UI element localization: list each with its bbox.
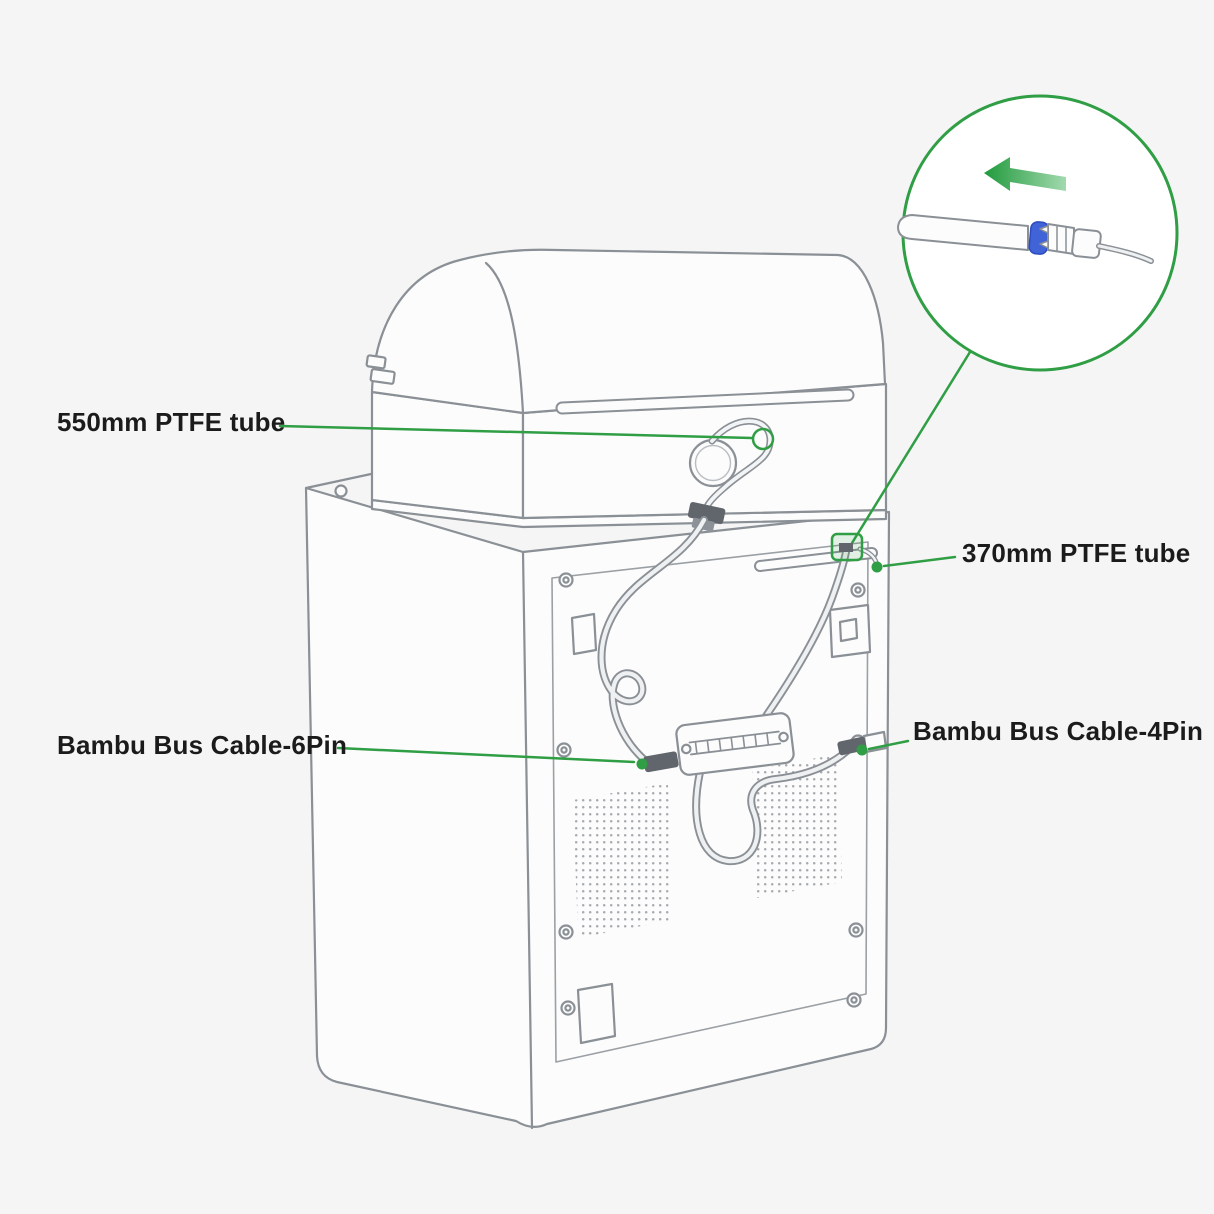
screw-icon bbox=[558, 572, 574, 588]
connector-6pin bbox=[643, 751, 679, 773]
connector-plate bbox=[828, 603, 872, 659]
screw-icon bbox=[848, 922, 864, 938]
callout-line-550 bbox=[278, 424, 754, 440]
front-corner-edge bbox=[521, 550, 534, 1130]
callout-line-4pin bbox=[867, 739, 910, 751]
callout-line-370 bbox=[882, 555, 957, 568]
label-bambu-bus-cable-6pin: Bambu Bus Cable-6Pin bbox=[57, 730, 348, 760]
connector-plate-port bbox=[838, 617, 859, 643]
zoom-inset bbox=[897, 94, 1179, 372]
screw-icon bbox=[556, 742, 572, 758]
clip-flap bbox=[1039, 240, 1049, 249]
vent-grille-right bbox=[752, 754, 842, 898]
panel-cutout-small bbox=[570, 612, 598, 656]
top-cable-slot bbox=[754, 547, 878, 572]
top-face-edge bbox=[304, 472, 373, 490]
screw-icon bbox=[850, 582, 866, 598]
callout-dots bbox=[636, 561, 883, 770]
callout-dot-370 bbox=[871, 561, 883, 573]
ams-dome-seam bbox=[484, 261, 525, 415]
label-550mm-ptfe-tube: 550mm PTFE tube bbox=[57, 407, 286, 437]
vent-grille-left bbox=[573, 783, 673, 938]
bus-cable-4pin bbox=[692, 747, 851, 866]
bus-cable-6pin bbox=[597, 516, 708, 766]
ams-hub bbox=[675, 712, 795, 776]
ams-hinge-tabs bbox=[365, 354, 396, 385]
inset-ptfe-tube bbox=[897, 214, 1029, 251]
panel-cutout-bottom bbox=[576, 982, 617, 1045]
printer-illustration bbox=[304, 248, 891, 1130]
inset-pointer-line bbox=[850, 350, 972, 545]
callout-dot-6pin bbox=[636, 758, 648, 770]
inset-cable bbox=[1096, 243, 1154, 264]
screw-icon bbox=[560, 1000, 576, 1016]
top-face-hole bbox=[334, 484, 348, 498]
highlight-connector-body bbox=[839, 543, 853, 552]
clip-flap bbox=[1039, 225, 1049, 234]
callout-dot-4pin bbox=[856, 744, 868, 756]
callout-line-6pin bbox=[336, 746, 636, 764]
screw-icon bbox=[558, 924, 574, 940]
inset-connector-clip bbox=[1047, 223, 1075, 255]
ptfe-tube-550 bbox=[701, 417, 774, 518]
insert-direction-arrow-icon bbox=[984, 157, 1066, 191]
label-370mm-ptfe-tube: 370mm PTFE tube bbox=[962, 538, 1191, 568]
screw-icon bbox=[846, 992, 862, 1008]
back-panel bbox=[551, 541, 869, 1063]
callout-ring-550 bbox=[751, 427, 775, 451]
cable-to-top-slot bbox=[762, 548, 850, 720]
ams-front-slot bbox=[555, 388, 855, 415]
inset-connector-body bbox=[1071, 228, 1102, 259]
filament-buffer-inner bbox=[694, 444, 732, 482]
label-bambu-bus-cable-4pin: Bambu Bus Cable-4Pin bbox=[913, 716, 1204, 746]
ams-dome-lid bbox=[370, 248, 887, 415]
